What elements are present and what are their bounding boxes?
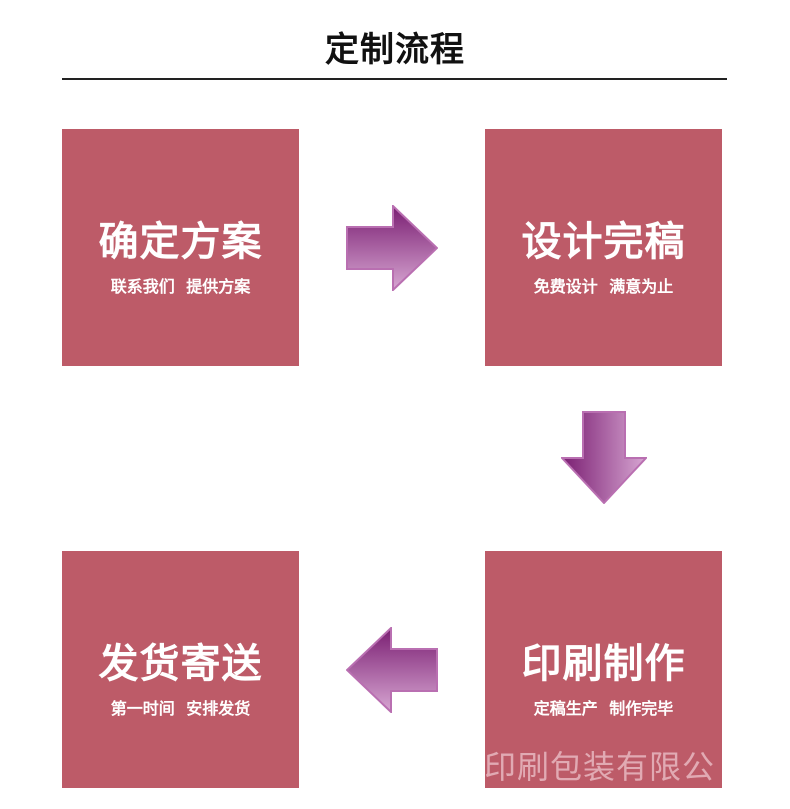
step-shipping: 发货寄送 第一时间 安排发货	[62, 551, 299, 788]
step-title: 设计完稿	[521, 219, 686, 265]
step-confirm-plan: 确定方案 联系我们 提供方案	[62, 129, 299, 366]
arrow-right-icon	[346, 205, 438, 291]
step-design: 设计完稿 免费设计 满意为止	[485, 129, 722, 366]
step-title: 发货寄送	[98, 641, 263, 687]
step-subtitle: 第一时间 安排发货	[110, 699, 251, 718]
step-subtitle: 联系我们 提供方案	[110, 277, 251, 296]
page-title: 定制流程	[325, 30, 465, 70]
step-subtitle: 免费设计 满意为止	[533, 277, 674, 296]
title-divider	[62, 78, 727, 80]
step-printing: 印刷制作 定稿生产 制作完毕	[485, 551, 722, 788]
arrow-left-icon	[346, 627, 438, 713]
step-title: 确定方案	[98, 219, 263, 265]
watermark: 印刷包装有限公	[484, 748, 716, 786]
arrow-down-icon	[561, 411, 647, 504]
step-subtitle: 定稿生产 制作完毕	[533, 699, 674, 718]
step-title: 印刷制作	[521, 641, 686, 687]
